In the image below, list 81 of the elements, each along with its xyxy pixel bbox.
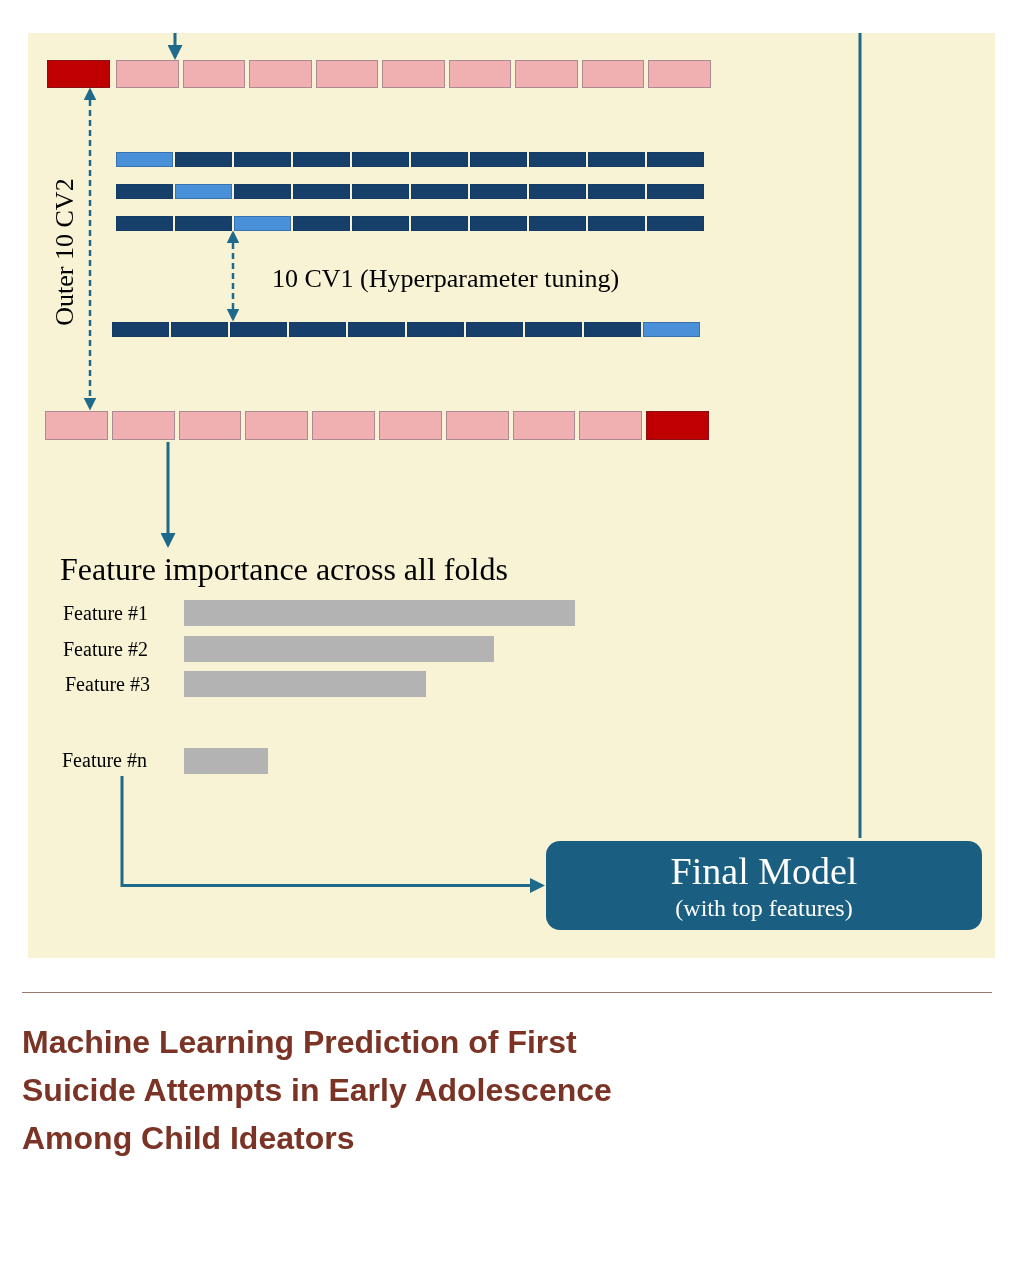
- inner-train-fold-block: [529, 152, 586, 167]
- inner-train-fold-block: [647, 152, 704, 167]
- inner-train-fold-block: [352, 216, 409, 231]
- train-fold-block: [312, 411, 375, 440]
- arrow: [160, 442, 176, 548]
- train-fold-block: [512, 411, 576, 440]
- inner-train-fold-block: [588, 152, 645, 167]
- inner-train-fold-block: [470, 152, 527, 167]
- inner-train-fold-block: [293, 152, 350, 167]
- inner-train-fold-block: [411, 184, 468, 199]
- inner-train-fold-block: [171, 322, 228, 337]
- train-fold-block: [579, 411, 643, 440]
- axis-label: Outer 10 CV2: [50, 178, 80, 326]
- train-fold-block: [315, 60, 378, 88]
- inner-train-fold-block: [175, 152, 232, 167]
- arrow: [83, 87, 97, 411]
- inner-train-fold-block: [466, 322, 523, 337]
- train-fold-block: [249, 60, 312, 88]
- train-fold-block: [445, 411, 509, 440]
- inner-train-fold-block: [112, 322, 169, 337]
- section-heading: Feature importance across all folds: [60, 550, 509, 589]
- inner-train-fold-block: [411, 216, 468, 231]
- feature-label: Feature #n: [62, 748, 148, 773]
- inner-train-fold-block: [352, 152, 409, 167]
- inner-train-fold-block: [407, 322, 464, 337]
- importance-bar: [184, 600, 575, 626]
- validation-fold-block: [643, 322, 700, 337]
- inner-train-fold-block: [352, 184, 409, 199]
- model-title: Final Model: [670, 848, 858, 893]
- train-fold-block: [648, 60, 711, 88]
- inner-train-fold-block: [234, 184, 291, 199]
- article-title: Machine Learning Prediction of First Suicide Attempts in Early Adolescence Among Child Ideators: [22, 1023, 613, 1158]
- inner-train-fold-block: [588, 184, 645, 199]
- inner-train-fold-block: [470, 184, 527, 199]
- importance-bar: [184, 636, 494, 662]
- feature-label: Feature #2: [63, 637, 148, 662]
- inner-train-fold-block: [529, 216, 586, 231]
- inner-train-fold-block: [529, 184, 586, 199]
- train-fold-block: [111, 411, 175, 440]
- importance-bar: [184, 748, 268, 774]
- inner-train-fold-block: [584, 322, 641, 337]
- validation-fold-block: [234, 216, 291, 231]
- train-fold-block: [178, 411, 242, 440]
- inner-train-fold-block: [234, 152, 291, 167]
- test-fold-block: [47, 60, 110, 88]
- inner-train-fold-block: [525, 322, 582, 337]
- model-subtitle: (with top features): [675, 893, 853, 923]
- train-fold-block: [182, 60, 245, 88]
- cv-label: 10 CV1 (Hyperparameter tuning): [272, 263, 620, 295]
- inner-train-fold-block: [175, 216, 232, 231]
- inner-train-fold-block: [293, 184, 350, 199]
- inner-train-fold-block: [348, 322, 405, 337]
- inner-train-fold-block: [293, 216, 350, 231]
- feature-label: Feature #1: [63, 601, 148, 626]
- arrow: [120, 776, 545, 893]
- arrow: [167, 33, 183, 60]
- train-fold-block: [379, 411, 442, 440]
- test-fold-block: [646, 411, 709, 440]
- feature-label: Feature #3: [65, 672, 150, 697]
- inner-train-fold-block: [230, 322, 287, 337]
- inner-train-fold-block: [588, 216, 645, 231]
- connector-line: [858, 33, 862, 838]
- inner-train-fold-block: [116, 216, 173, 231]
- validation-fold-block: [116, 152, 173, 167]
- train-fold-block: [45, 411, 108, 440]
- inner-train-fold-block: [647, 216, 704, 231]
- train-fold-block: [382, 60, 445, 88]
- arrow: [226, 230, 240, 322]
- model-box: [546, 841, 982, 930]
- train-fold-block: [245, 411, 309, 440]
- train-fold-block: [515, 60, 578, 88]
- inner-train-fold-block: [470, 216, 527, 231]
- inner-train-fold-block: [116, 184, 173, 199]
- validation-fold-block: [175, 184, 232, 199]
- importance-bar: [184, 671, 426, 697]
- inner-train-fold-block: [647, 184, 704, 199]
- inner-train-fold-block: [411, 152, 468, 167]
- train-fold-block: [116, 60, 179, 88]
- inner-train-fold-block: [289, 322, 346, 337]
- train-fold-block: [581, 60, 644, 88]
- train-fold-block: [448, 60, 511, 88]
